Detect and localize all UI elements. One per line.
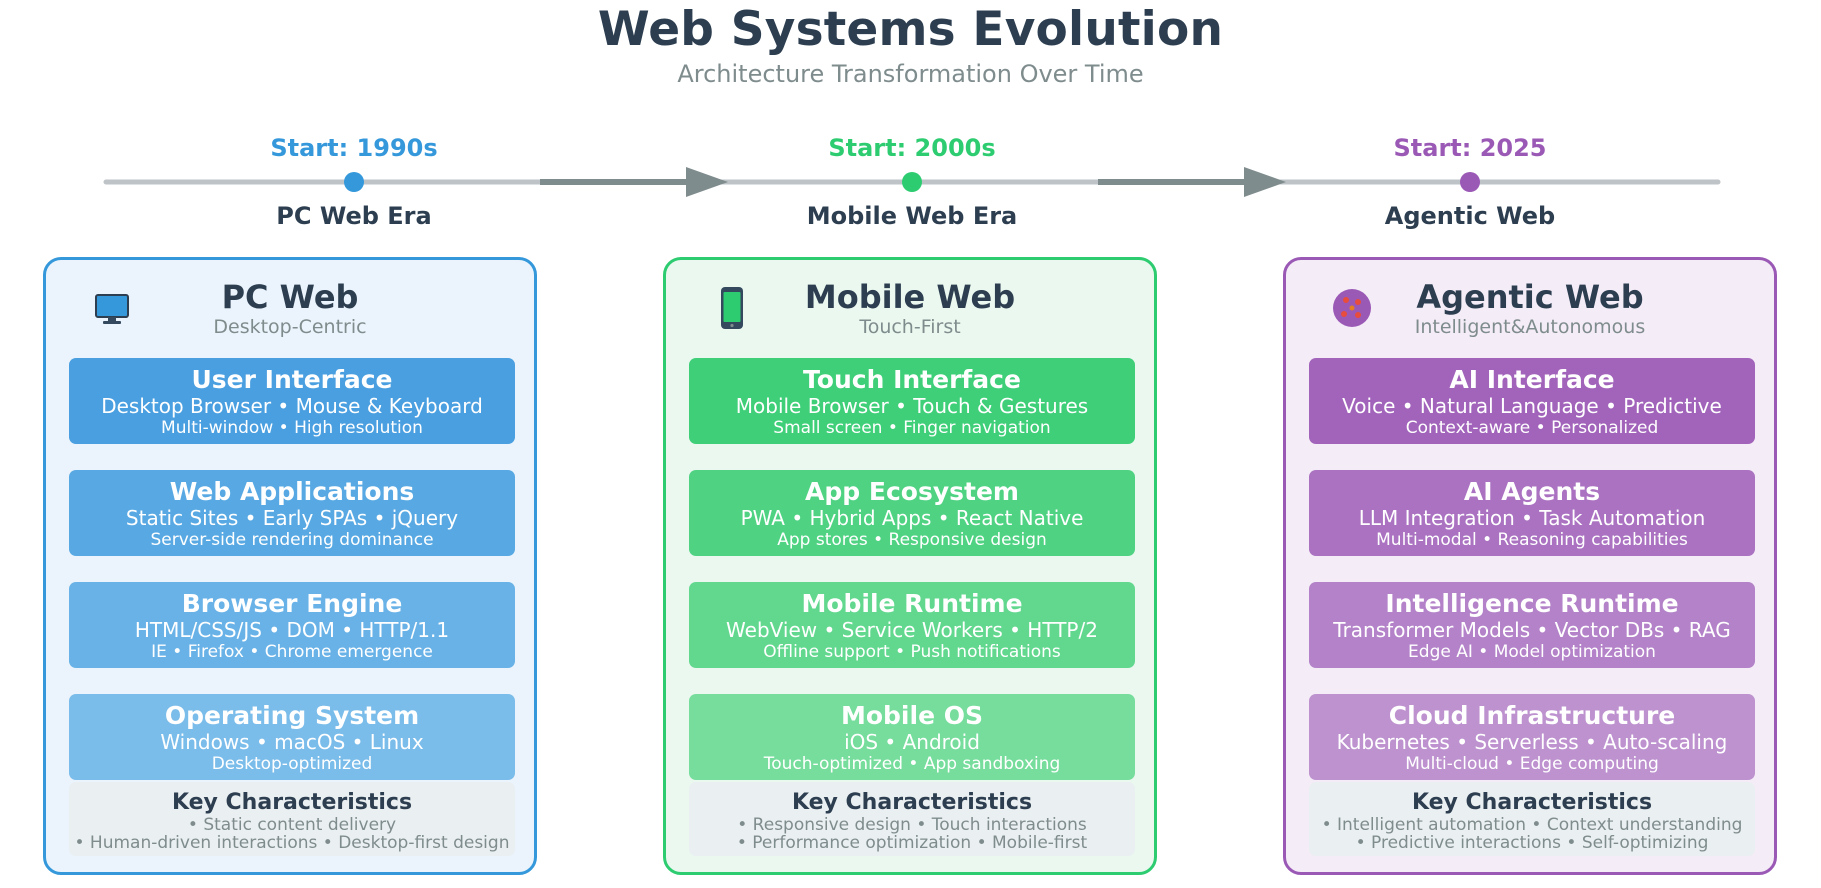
timeline-dot-pc: [344, 172, 364, 192]
mobile-web-panel: Mobile Web Touch-First Touch Interface M…: [663, 257, 1157, 875]
era-start-mobile: Start: 2000s: [828, 134, 996, 162]
key-characteristics-title: Key Characteristics: [791, 790, 1033, 815]
layer-tech: HTML/CSS/JS • DOM • HTTP/1.1: [134, 618, 450, 642]
timeline: [103, 167, 1721, 197]
panel-title: Agentic Web: [1416, 278, 1644, 316]
layer-mobile-os: Mobile OS iOS • Android Touch-optimized …: [689, 694, 1135, 780]
layer-user-interface: User Interface Desktop Browser • Mouse &…: [69, 358, 515, 444]
layer-detail: Desktop-optimized: [211, 754, 373, 774]
layer-tech: Voice • Natural Language • Predictive: [1342, 394, 1722, 418]
page-title: Web Systems Evolution: [597, 2, 1224, 57]
layer-detail: App stores • Responsive design: [777, 530, 1047, 550]
pc-web-panel: PC Web Desktop-Centric User Interface De…: [43, 257, 537, 875]
layer-cloud-infrastructure: Cloud Infrastructure Kubernetes • Server…: [1309, 694, 1755, 780]
layer-operating-system: Operating System Windows • macOS • Linux…: [69, 694, 515, 780]
era-name-agentic: Agentic Web: [1384, 202, 1556, 230]
timeline-arrow-head-2: [1244, 167, 1286, 197]
ai-network-icon: [1333, 289, 1371, 327]
layer-app-ecosystem: App Ecosystem PWA • Hybrid Apps • React …: [689, 470, 1135, 556]
layer-mobile-runtime: Mobile Runtime WebView • Service Workers…: [689, 582, 1135, 668]
smartphone-icon: [721, 287, 743, 329]
key-characteristics-line: • Predictive interactions • Self-optimiz…: [1355, 833, 1709, 853]
layer-web-applications: Web Applications Static Sites • Early SP…: [69, 470, 515, 556]
layer-tech: Windows • macOS • Linux: [160, 730, 424, 754]
layer-title: Intelligence Runtime: [1385, 589, 1679, 618]
layer-detail: Multi-window • High resolution: [161, 418, 423, 438]
layer-title: AI Agents: [1463, 477, 1601, 506]
era-name-mobile: Mobile Web Era: [806, 202, 1018, 230]
layer-detail: Edge AI • Model optimization: [1408, 642, 1656, 662]
layer-title: Browser Engine: [181, 589, 403, 618]
key-characteristics: Key Characteristics • Static content del…: [69, 782, 515, 856]
layer-tech: WebView • Service Workers • HTTP/2: [726, 618, 1098, 642]
key-characteristics-title: Key Characteristics: [171, 790, 413, 815]
timeline-arrow-head-1: [686, 167, 728, 197]
era-start-pc: Start: 1990s: [270, 134, 438, 162]
key-characteristics-line: • Intelligent automation • Context under…: [1321, 815, 1743, 835]
layer-detail: Small screen • Finger navigation: [773, 418, 1051, 438]
era-start-agentic: Start: 2025: [1393, 134, 1547, 162]
layer-title: User Interface: [191, 365, 393, 394]
layer-tech: Static Sites • Early SPAs • jQuery: [125, 506, 459, 530]
layer-ai-interface: AI Interface Voice • Natural Language • …: [1309, 358, 1755, 444]
layer-title: App Ecosystem: [805, 477, 1019, 506]
layer-title: AI Interface: [1449, 365, 1615, 394]
layer-title: Cloud Infrastructure: [1388, 701, 1676, 730]
timeline-dot-agentic: [1460, 172, 1480, 192]
layer-detail: IE • Firefox • Chrome emergence: [151, 642, 433, 662]
layer-detail: Context-aware • Personalized: [1405, 418, 1659, 438]
key-characteristics-title: Key Characteristics: [1411, 790, 1653, 815]
key-characteristics-line: • Performance optimization • Mobile-firs…: [736, 833, 1088, 853]
layer-tech: Desktop Browser • Mouse & Keyboard: [101, 394, 483, 418]
layer-tech: Mobile Browser • Touch & Gestures: [735, 394, 1089, 418]
panel-title: PC Web: [221, 278, 359, 316]
panel-subtitle: Desktop-Centric: [213, 316, 367, 338]
key-characteristics-line: • Human-driven interactions • Desktop-fi…: [74, 833, 510, 853]
layer-tech: iOS • Android: [844, 730, 980, 754]
agentic-web-panel: Agentic Web Intelligent&Autonomous AI In…: [1283, 257, 1777, 875]
key-characteristics: Key Characteristics • Intelligent automa…: [1309, 782, 1755, 856]
layer-title: Mobile OS: [840, 701, 983, 730]
key-characteristics-line: • Static content delivery: [187, 815, 397, 835]
era-name-pc: PC Web Era: [276, 202, 432, 230]
layer-title: Web Applications: [169, 477, 415, 506]
panel-subtitle: Touch-First: [859, 316, 961, 338]
layer-browser-engine: Browser Engine HTML/CSS/JS • DOM • HTTP/…: [69, 582, 515, 668]
layer-detail: Server-side rendering dominance: [150, 530, 434, 550]
layer-detail: Multi-cloud • Edge computing: [1405, 754, 1659, 774]
timeline-dot-mobile: [902, 172, 922, 192]
layer-detail: Offline support • Push notifications: [763, 642, 1061, 662]
monitor-icon: [95, 294, 129, 324]
layer-tech: LLM Integration • Task Automation: [1358, 506, 1706, 530]
panel-title: Mobile Web: [804, 278, 1016, 316]
key-characteristics: Key Characteristics • Responsive design …: [689, 782, 1135, 856]
key-characteristics-line: • Responsive design • Touch interactions: [737, 815, 1087, 835]
page-subtitle: Architecture Transformation Over Time: [677, 60, 1144, 88]
layer-tech: Transformer Models • Vector DBs • RAG: [1333, 618, 1731, 642]
layer-touch-interface: Touch Interface Mobile Browser • Touch &…: [689, 358, 1135, 444]
layer-intelligence-runtime: Intelligence Runtime Transformer Models …: [1309, 582, 1755, 668]
layer-tech: PWA • Hybrid Apps • React Native: [740, 506, 1084, 530]
panel-subtitle: Intelligent&Autonomous: [1414, 316, 1646, 338]
layer-title: Mobile Runtime: [801, 589, 1023, 618]
layer-title: Touch Interface: [803, 365, 1021, 394]
layer-detail: Touch-optimized • App sandboxing: [763, 754, 1061, 774]
layer-detail: Multi-modal • Reasoning capabilities: [1376, 530, 1688, 550]
layer-title: Operating System: [164, 701, 420, 730]
layer-ai-agents: AI Agents LLM Integration • Task Automat…: [1309, 470, 1755, 556]
layer-tech: Kubernetes • Serverless • Auto-scaling: [1336, 730, 1728, 754]
